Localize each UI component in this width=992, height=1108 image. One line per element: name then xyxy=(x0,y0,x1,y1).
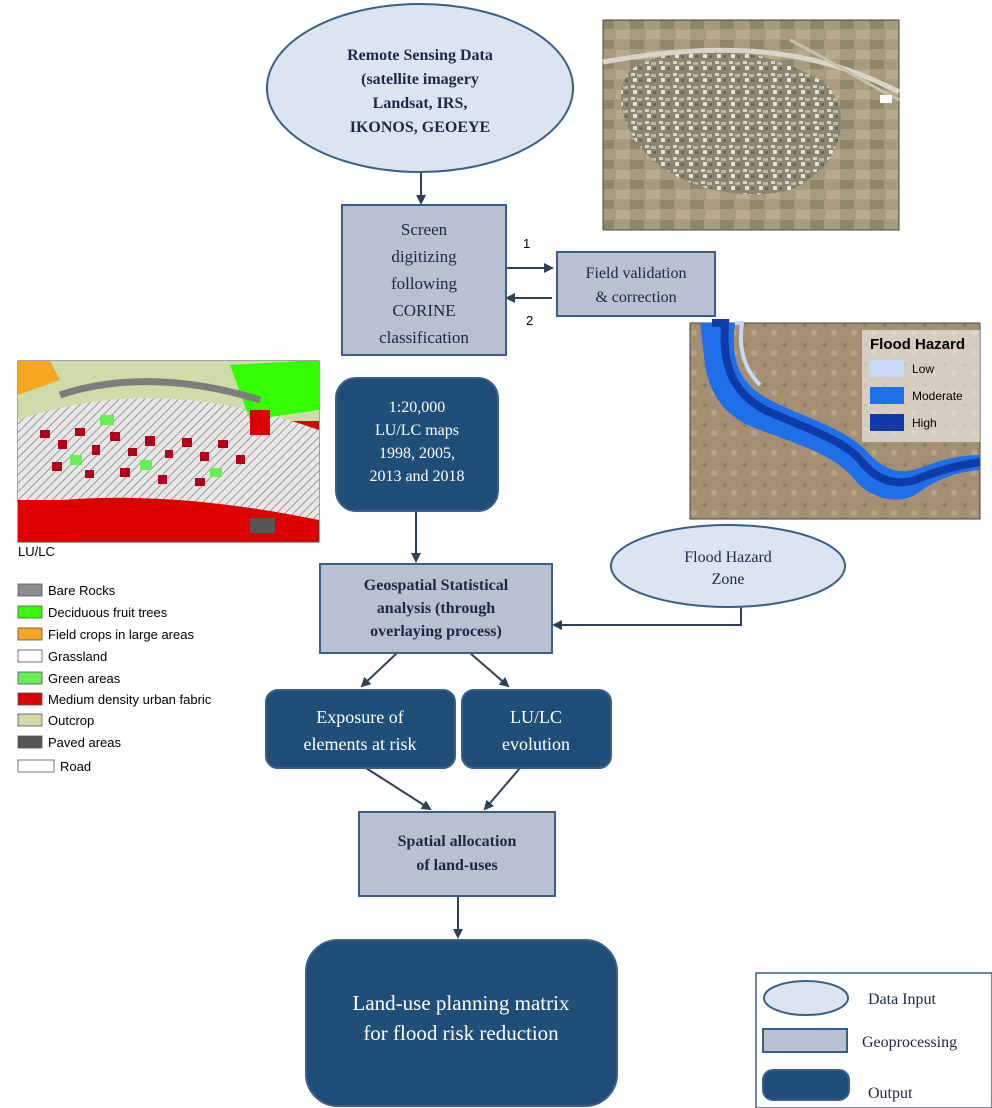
node-screen-digitizing-line-5: classification xyxy=(379,328,469,347)
legend-label-grassland: Grassland xyxy=(48,649,107,664)
node-field-validation-line-1: Field validation xyxy=(586,265,687,282)
node-remote-sensing-line-2: (satellite imagery xyxy=(361,71,479,88)
lulc-legend-title: LU/LC xyxy=(18,544,55,559)
flood-hazard-map-image: Flood Hazard Low Moderate High xyxy=(689,319,981,520)
swatch-green-areas xyxy=(17,671,43,685)
legend-label-green-areas: Green areas xyxy=(48,671,121,686)
node-field-validation: Field validation & correction xyxy=(556,251,716,317)
node-lulc-maps: 1:20,000 LU/LC maps 1998, 2005, 2013 and… xyxy=(335,377,499,512)
arrow-evolution-to-allocation xyxy=(483,767,521,811)
arrow-exposure-to-allocation xyxy=(365,767,432,811)
node-lulc-evolution: LU/LC evolution xyxy=(461,689,612,769)
arrow-flood-to-analysis xyxy=(552,606,742,630)
arrow-analysis-to-evolution xyxy=(469,652,510,688)
node-planning-matrix-line-1: Land-use planning matrix xyxy=(353,991,570,1015)
node-flood-hazard-zone-line-1: Flood Hazard xyxy=(684,549,772,566)
legend-shape-rect xyxy=(762,1028,848,1053)
arrow-label-2: 2 xyxy=(526,313,533,328)
legend-shape-rounded-rect xyxy=(762,1069,850,1101)
node-spatial-allocation-line-2: of land-uses xyxy=(416,857,497,874)
node-screen-digitizing-line-2: digitizing xyxy=(391,247,457,266)
legend-label-medium-density-urban: Medium density urban fabric xyxy=(48,692,212,707)
swatch-outcrop xyxy=(17,713,43,727)
lulc-legend: LU/LC Bare Rocks Deciduous fruit trees F… xyxy=(17,544,212,774)
node-geospatial-analysis: Geospatial Statistical analysis (through… xyxy=(319,563,553,654)
legend-label-output: Output xyxy=(868,1085,913,1102)
legend-label-outcrop: Outcrop xyxy=(48,713,94,728)
legend-label-road: Road xyxy=(60,759,91,774)
flood-legend-swatch-high xyxy=(870,414,904,431)
flood-legend-label-high: High xyxy=(912,416,937,430)
node-flood-hazard-zone: Flood Hazard Zone xyxy=(610,524,846,608)
flood-legend-label-low: Low xyxy=(912,362,934,376)
swatch-deciduous-fruit-trees xyxy=(17,605,43,619)
node-screen-digitizing-line-4: CORINE xyxy=(392,301,455,320)
swatch-road xyxy=(17,759,55,773)
node-screen-digitizing-line-1: Screen xyxy=(401,220,448,239)
arrow-analysis-to-exposure xyxy=(360,652,398,688)
node-lulc-evolution-line-2: evolution xyxy=(502,734,570,754)
node-lulc-maps-line-1: 1:20,000 xyxy=(389,399,445,416)
satellite-image xyxy=(602,19,901,231)
node-planning-matrix-line-2: for flood risk reduction xyxy=(363,1021,559,1045)
swatch-bare-rocks xyxy=(17,583,43,597)
node-remote-sensing: Remote Sensing Data (satellite imagery L… xyxy=(266,3,574,173)
legend-label-field-crops: Field crops in large areas xyxy=(48,627,194,642)
node-geospatial-analysis-line-3: overlaying process) xyxy=(370,623,502,640)
legend-label-paved-areas: Paved areas xyxy=(48,735,121,750)
legend-label-geoprocessing: Geoprocessing xyxy=(862,1034,957,1051)
node-spatial-allocation-line-1: Spatial allocation xyxy=(398,833,517,850)
node-lulc-maps-line-4: 2013 and 2018 xyxy=(369,468,464,485)
node-remote-sensing-line-3: Landsat, IRS, xyxy=(373,95,468,112)
flood-legend-swatch-moderate xyxy=(870,387,904,404)
node-planning-matrix: Land-use planning matrix for flood risk … xyxy=(305,939,618,1107)
connectors xyxy=(360,172,742,939)
node-screen-digitizing-line-3: following xyxy=(391,274,458,293)
node-exposure: Exposure of elements at risk xyxy=(265,689,456,769)
swatch-field-crops xyxy=(17,627,43,641)
legend-label-bare-rocks: Bare Rocks xyxy=(48,583,116,598)
node-geospatial-analysis-line-2: analysis (through xyxy=(377,600,496,617)
swatch-paved-areas xyxy=(17,735,43,749)
flood-legend-label-moderate: Moderate xyxy=(912,389,963,403)
flood-legend-title: Flood Hazard xyxy=(870,336,965,353)
node-spatial-allocation: Spatial allocation of land-uses xyxy=(358,811,556,897)
legend-shape-ellipse xyxy=(763,980,849,1016)
node-exposure-line-2: elements at risk xyxy=(304,734,417,754)
node-flood-hazard-zone-line-2: Zone xyxy=(712,571,745,588)
node-lulc-maps-line-3: 1998, 2005, xyxy=(379,445,455,462)
node-geospatial-analysis-line-1: Geospatial Statistical xyxy=(364,577,509,594)
legend-label-data-input: Data Input xyxy=(868,991,937,1008)
node-remote-sensing-line-1: Remote Sensing Data xyxy=(347,47,493,64)
lulc-map-image xyxy=(17,360,320,543)
shape-legend: Data Input Geoprocessing Output xyxy=(755,972,992,1108)
legend-label-deciduous-fruit-trees: Deciduous fruit trees xyxy=(48,605,168,620)
node-lulc-maps-line-2: LU/LC maps xyxy=(375,422,459,439)
swatch-grassland xyxy=(17,649,43,663)
swatch-medium-density-urban xyxy=(17,692,43,706)
arrow-label-1: 1 xyxy=(523,236,530,251)
node-exposure-line-1: Exposure of xyxy=(316,707,403,727)
node-lulc-evolution-line-1: LU/LC xyxy=(510,707,562,727)
node-remote-sensing-line-4: IKONOS, GEOEYE xyxy=(350,119,490,136)
node-field-validation-line-2: & correction xyxy=(595,289,676,306)
flood-legend-swatch-low xyxy=(870,360,904,377)
node-screen-digitizing: Screen digitizing following CORINE class… xyxy=(341,204,507,356)
